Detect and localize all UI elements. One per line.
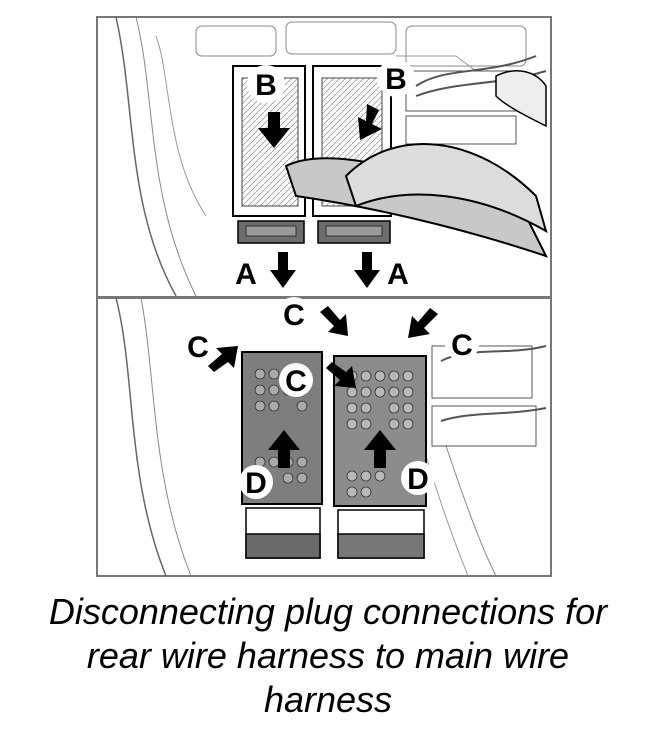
caption-line: harness — [263, 679, 393, 720]
arrow-icon — [364, 430, 396, 468]
caption-line: rear wire harness to main wire — [86, 635, 570, 676]
callout-c-mid: C — [285, 365, 307, 398]
callout-d-left: D — [245, 467, 267, 500]
caption-line: Disconnecting plug connections for — [48, 591, 608, 632]
figure-caption: Disconnecting plug connections for rear … — [0, 590, 656, 722]
arrow-icon — [358, 104, 382, 140]
callout-b-left: B — [255, 69, 277, 102]
plier-tool — [284, 70, 548, 258]
callout-d-right: D — [407, 463, 429, 496]
bottom-panel: C C C C D D — [96, 297, 552, 577]
callout-c-left: C — [187, 331, 209, 364]
arrow-icon — [270, 252, 296, 288]
callout-c-right: C — [451, 329, 473, 362]
arrow-icon — [258, 112, 290, 148]
arrow-icon — [320, 306, 348, 336]
top-panel: B B A A — [96, 16, 552, 298]
arrow-icon — [354, 252, 380, 288]
callout-c-top: C — [283, 299, 305, 332]
callout-a-left: A — [235, 258, 257, 291]
arrow-icon — [268, 430, 300, 468]
arrow-icon — [408, 308, 438, 338]
illustration: B B A A — [96, 16, 552, 578]
arrow-icon — [326, 362, 356, 388]
callout-b-right: B — [385, 63, 407, 96]
arrow-icon — [208, 346, 238, 372]
callout-a-right: A — [387, 258, 409, 291]
wire-harness-bottom — [431, 345, 547, 447]
